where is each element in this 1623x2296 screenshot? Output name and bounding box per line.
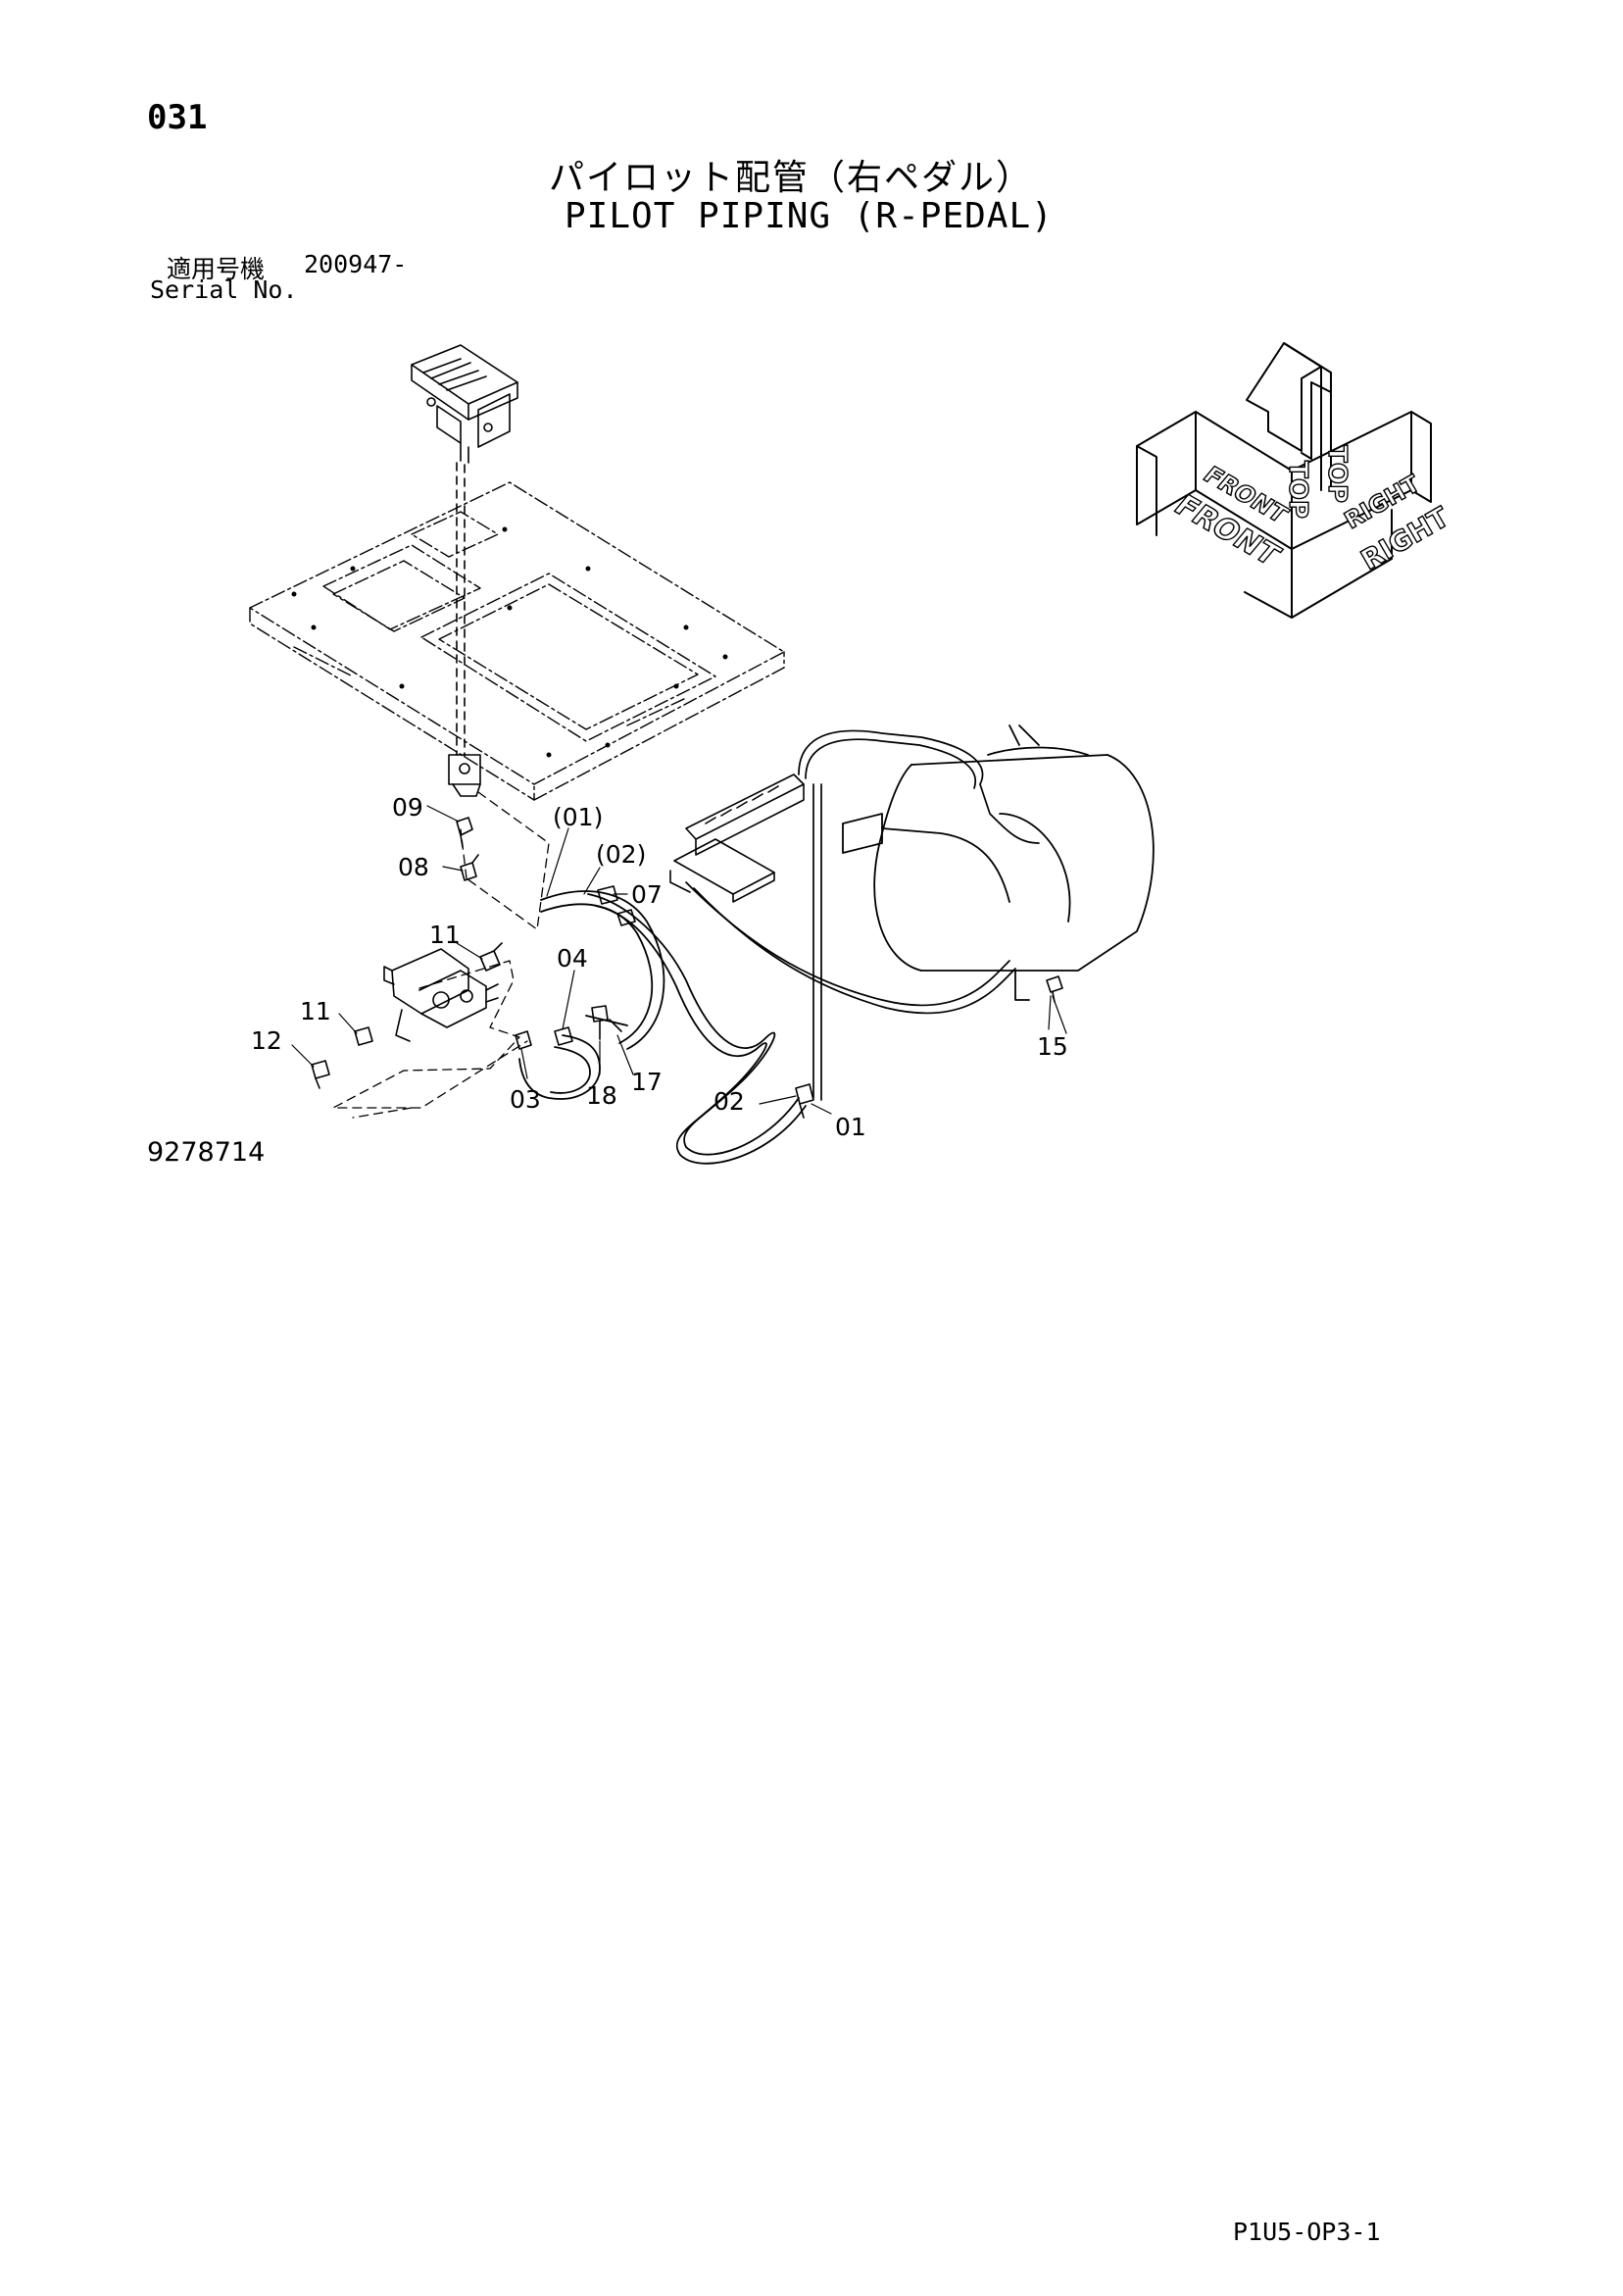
- long-pilot-hoses: [685, 729, 1040, 1101]
- callout-01: 01: [835, 1113, 866, 1141]
- drawing-number: 9278714: [147, 1137, 266, 1168]
- hose-fitting-03: [515, 1030, 532, 1050]
- serial-label-japanese: 適用号機: [167, 255, 266, 283]
- hose-fitting-04: [554, 1026, 573, 1046]
- page-code: P1U5-OP3-1: [1233, 2218, 1381, 2246]
- page-title-japanese: パイロット配管（右ペダル）: [549, 158, 1034, 198]
- callout-15: 15: [1037, 1032, 1068, 1061]
- orientation-marker: [1136, 342, 1432, 619]
- leader-dashed-boxes: [332, 791, 550, 1119]
- hose-fitting-02-01: [795, 1083, 814, 1119]
- page-number: 031: [147, 98, 208, 137]
- page-title-english: PILOT PIPING (R-PEDAL): [565, 196, 1054, 236]
- tank-drum: [842, 724, 1155, 1001]
- hose-fitting-18-17: [591, 1005, 622, 1040]
- callout-leader-lines: [291, 805, 1067, 1115]
- callout-11-upper: 11: [429, 921, 461, 949]
- floor-plate: [249, 481, 785, 801]
- fitting-15: [1046, 975, 1063, 1003]
- pedal-assembly: [411, 344, 518, 464]
- fitting-11-upper: [479, 942, 503, 972]
- callout-labels: 09 (01) (02) 08 07 11 04 11 12 03 18 17 …: [251, 793, 1068, 1141]
- pilot-hoses: [518, 890, 807, 1165]
- callout-07: 07: [631, 880, 663, 909]
- hose-fitting-07: [597, 885, 636, 926]
- callout-08: 08: [398, 853, 429, 881]
- callout-17: 17: [631, 1068, 663, 1096]
- serial-number-value: 200947-: [304, 250, 408, 278]
- callout-02: 02: [713, 1087, 745, 1116]
- callout-11-lower: 11: [300, 997, 331, 1025]
- serial-label-english: Serial No.: [150, 275, 298, 304]
- top-label-shadow: TOP: [1322, 445, 1352, 503]
- fitting-12: [311, 1060, 330, 1089]
- right-valve-manifold: [669, 774, 805, 903]
- control-valve: [383, 948, 499, 1042]
- callout-09: 09: [392, 793, 423, 822]
- fitting-08: [460, 854, 479, 881]
- callout-18: 18: [586, 1081, 617, 1110]
- fitting-11-lower: [354, 1026, 373, 1046]
- top-label: TOP: [1283, 461, 1312, 519]
- callout-03: 03: [510, 1085, 541, 1114]
- callout-12: 12: [251, 1026, 282, 1055]
- callout-02-ref: (02): [596, 840, 646, 869]
- floor-plate-holes: [291, 526, 728, 758]
- fitting-09: [456, 817, 473, 848]
- pedal-valve-block: [448, 754, 481, 797]
- callout-04: 04: [557, 944, 588, 973]
- callout-01-ref: (01): [553, 803, 603, 831]
